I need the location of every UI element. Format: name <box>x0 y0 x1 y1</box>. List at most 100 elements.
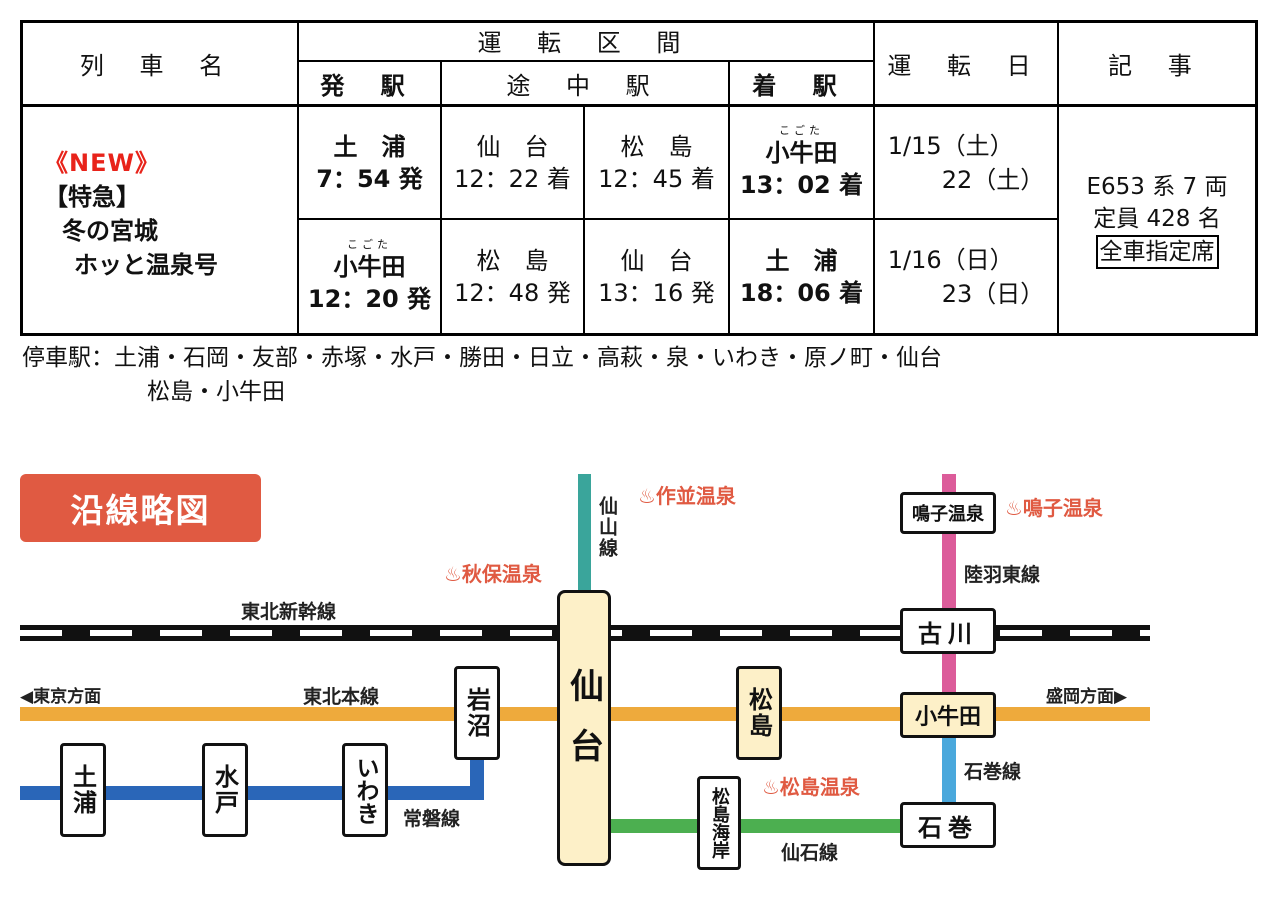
notes-train-set: E653 系 7 両 <box>1086 174 1228 200</box>
train-name-line2: ホッと温泉号 <box>74 251 218 279</box>
onsen-sakunami: ♨作並温泉 <box>638 484 736 508</box>
date: 23（日） <box>941 279 1045 308</box>
header-operation-days: 運 転 日 <box>887 51 1045 80</box>
time: 12：20 発 <box>307 284 432 313</box>
ruby: こごた <box>347 237 392 251</box>
station-furukawa: 古川 <box>900 608 996 654</box>
station-label: いわき <box>352 755 378 825</box>
station-iwanuma: 岩沼 <box>454 666 500 760</box>
header-midway: 途 中 駅 <box>506 71 664 100</box>
station-tsuchiura: 土浦 <box>60 743 106 837</box>
train-type: 【特急】 <box>44 183 140 211</box>
time: 13：16 発 <box>598 278 715 307</box>
label-shinkansen: 東北新幹線 <box>241 601 337 623</box>
station-ishinomaki: 石巻 <box>900 802 996 848</box>
station-name: 土 浦 <box>765 246 838 275</box>
notes-cell: E653 系 7 両 定員 428 名 全車指定席 <box>1059 107 1255 333</box>
onsen-matsushima: ♨松島温泉 <box>762 775 860 799</box>
divider <box>728 60 730 336</box>
header-train-name: 列 車 名 <box>79 51 238 80</box>
stop-list-line1: 停車駅：土浦・石岡・友部・赤塚・水戸・勝田・日立・高萩・泉・いわき・原ノ町・仙台 <box>22 345 942 371</box>
new-tag: 《NEW》 <box>44 149 160 177</box>
notes-capacity: 定員 428 名 <box>1093 206 1221 232</box>
divider <box>583 106 585 336</box>
label-joban: 常磐線 <box>403 808 461 830</box>
outbound-mid1: 仙 台 12：22 着 <box>442 107 583 218</box>
label-ishinomaki: 石巻線 <box>964 761 1022 783</box>
time: 7：54 発 <box>316 164 423 193</box>
stop-list: 停車駅：土浦・石岡・友部・赤塚・水戸・勝田・日立・高萩・泉・いわき・原ノ町・仙台… <box>22 341 942 409</box>
time: 12：22 着 <box>454 164 571 193</box>
divider <box>1057 20 1059 336</box>
station-label: 小牛田 <box>914 705 981 730</box>
route-map: 沿線略図 東北新幹線 東北本線 常磐線 仙山線 仙石線 陸羽東線 石巻線 ◀東京… <box>0 430 1280 906</box>
station-label: 岩沼 <box>462 687 491 739</box>
header-departure: 発 駅 <box>320 71 419 100</box>
senzan-line <box>578 474 591 604</box>
header-arrival: 着 駅 <box>752 71 851 100</box>
label-senseki: 仙石線 <box>781 842 839 864</box>
station-name: 小牛田 <box>333 252 406 281</box>
onsen-akiu: ♨秋保温泉 <box>444 562 542 586</box>
time: 13：02 着 <box>739 170 864 199</box>
station-label: 松島 <box>744 687 773 739</box>
station-label: 仙台 <box>563 668 604 788</box>
senseki-line <box>600 819 910 833</box>
date: 22（土） <box>941 165 1045 194</box>
header-notes: 記 事 <box>1108 51 1206 80</box>
divider <box>873 20 875 336</box>
divider <box>297 20 299 336</box>
station-label: 鳴子温泉 <box>912 504 984 525</box>
onsen-naruko: ♨鳴子温泉 <box>1005 496 1103 520</box>
inbound-mid2: 仙 台 13：16 発 <box>585 220 728 333</box>
ishinomaki-line <box>942 730 956 810</box>
station-naruko-onsen: 鳴子温泉 <box>900 492 996 534</box>
station-name: 小牛田 <box>765 138 838 167</box>
ruby: こごた <box>779 123 824 137</box>
label-senzan: 仙山線 <box>596 496 618 559</box>
inbound-dates: 1/16（日） 23（日） <box>875 220 1057 333</box>
notes-reserved-badge: 全車指定席 <box>1095 235 1219 269</box>
station-label: 水戸 <box>210 764 239 816</box>
divider <box>20 104 1258 107</box>
divider <box>440 60 442 336</box>
station-name: 土 浦 <box>333 132 406 161</box>
station-label: 土浦 <box>68 764 97 816</box>
timetable-border <box>20 20 1258 336</box>
inbound-departure: こごた 小牛田 12：20 発 <box>299 220 440 333</box>
train-name-line1: 冬の宮城 <box>62 217 158 245</box>
label-rikuu-east: 陸羽東線 <box>964 564 1041 586</box>
station-name: 仙 台 <box>476 132 549 161</box>
station-name: 仙 台 <box>620 246 693 275</box>
station-matsushima: 松島 <box>736 666 782 760</box>
outbound-mid2: 松 島 12：45 着 <box>585 107 728 218</box>
station-kogota: 小牛田 <box>900 692 996 738</box>
divider <box>297 60 875 62</box>
station-iwaki: いわき <box>342 743 388 837</box>
inbound-arrival: 土 浦 18：06 着 <box>730 220 873 333</box>
time: 12：48 発 <box>454 278 571 307</box>
stop-list-line2: 松島・小牛田 <box>147 379 285 405</box>
timetable: 列 車 名 運 転 区 間 発 駅 途 中 駅 着 駅 運 転 日 記 事 《N… <box>20 20 1258 336</box>
train-name: 《NEW》 【特急】 冬の宮城 ホッと温泉号 <box>44 146 218 282</box>
station-label: 石巻 <box>918 813 978 842</box>
header-section: 運 転 区 間 <box>477 28 695 57</box>
station-label: 古川 <box>918 619 978 648</box>
direction-tokyo: ◀東京方面 <box>20 687 102 707</box>
date: 1/16（日） <box>887 245 1014 274</box>
outbound-departure: 土 浦 7：54 発 <box>299 107 440 218</box>
inbound-mid1: 松 島 12：48 発 <box>442 220 583 333</box>
time: 12：45 着 <box>598 164 715 193</box>
date: 1/15（土） <box>887 131 1014 160</box>
direction-morioka: 盛岡方面▶ <box>1046 687 1128 707</box>
divider <box>297 218 1059 220</box>
station-label: 松島海岸 <box>709 787 730 859</box>
label-tohoku-main: 東北本線 <box>303 686 380 708</box>
map-title: 沿線略図 <box>20 474 261 542</box>
outbound-arrival: こごた 小牛田 13：02 着 <box>730 107 873 218</box>
station-name: 松 島 <box>620 132 693 161</box>
station-matsushima-kaigan: 松島海岸 <box>697 776 741 870</box>
outbound-dates: 1/15（土） 22（土） <box>875 107 1057 218</box>
time: 18：06 着 <box>739 278 864 307</box>
station-name: 松 島 <box>476 246 549 275</box>
